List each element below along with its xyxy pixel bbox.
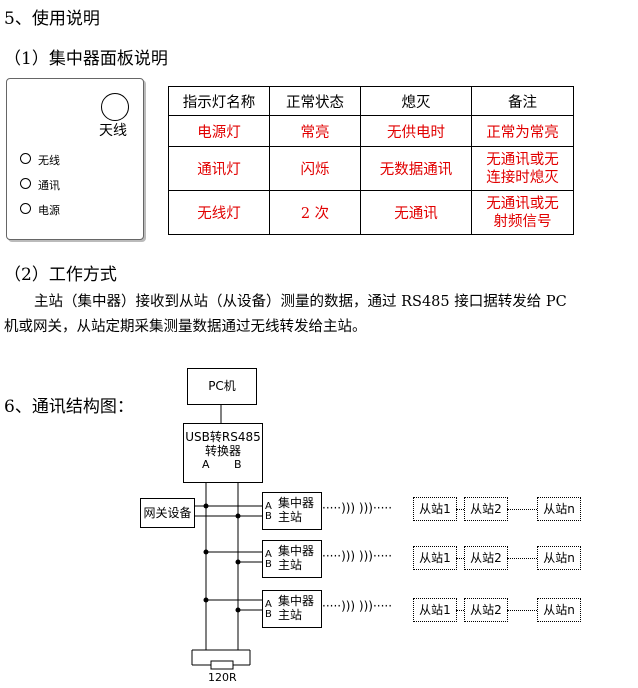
table-row: 无线灯 2 次 无通讯 无通讯或无 射频信号 [168,190,574,235]
table-header-row: 指示灯名称 正常状态 熄灭 备注 [168,86,574,116]
pc-box: PC机 [187,368,257,405]
slave-station-1: 从站1 [413,546,457,570]
table-header: 正常状态 [269,86,361,116]
dotted-link [507,558,537,559]
master-station-2: A B 集中器主站 [262,540,322,578]
slave-station-2: 从站2 [464,546,508,570]
table-cell-line: 无通讯或无 [486,195,559,212]
dotted-link [456,558,464,559]
dotted-link [507,610,537,611]
table-cell: 电源灯 [168,115,270,147]
master-line-1: 集中器 [278,544,315,558]
table-cell: 通讯灯 [168,146,270,191]
table-cell: 正常为常亮 [471,115,574,147]
pin-b-label: B [265,609,272,620]
wireless-led-label: 无线 [38,154,60,167]
converter-pin-b: B [234,458,242,471]
converter-line-2: 转换器 [204,444,241,458]
converter-box: USB转RS485 转换器 A B [183,423,263,483]
gateway-box: 网关设备 [140,498,195,528]
master-line-2: 主站 [278,558,303,572]
slave-station-2: 从站2 [464,497,508,521]
table-cell: 2 次 [269,190,361,235]
table-cell-line: 无通讯或无 [486,151,559,168]
slave-station-2: 从站2 [464,598,508,622]
pin-b-label: B [265,559,272,570]
gateway-label: 网关设备 [143,506,192,520]
slave-station-1: 从站1 [413,598,457,622]
antenna-icon [101,93,129,121]
pin-a-label: A [265,599,272,610]
master-line-1: 集中器 [278,594,315,608]
antenna-label: 天线 [99,123,127,139]
table-cell: 无通讯 [360,190,472,235]
paragraph-line-1: 主站（集中器）接收到从站（从设备）测量的数据，通过 RS485 接口据转发给 P… [34,294,567,310]
section-6-title: 6、通讯结构图： [4,397,134,417]
power-led-icon [20,203,31,214]
dotted-link [456,509,464,510]
wireless-wave-icon: ·····))) )))····· [322,501,393,515]
table-cell: 无供电时 [360,115,472,147]
table-row: 电源灯 常亮 无供电时 正常为常亮 [168,115,574,147]
comm-led-icon [20,178,31,189]
master-station-3: A B 集中器主站 [262,590,322,628]
table-cell: 无通讯或无 射频信号 [471,190,574,235]
dotted-link [456,610,464,611]
resistor-label: 120R [208,671,237,684]
slave-station-n: 从站n [537,598,581,622]
power-led-label: 电源 [38,204,60,217]
slave-station-1: 从站1 [413,497,457,521]
pin-b-label: B [265,511,272,522]
dotted-link [507,509,537,510]
pc-label: PC机 [208,379,236,393]
comm-led-label: 通讯 [38,179,60,192]
section-5-1-title: （1）集中器面板说明 [4,49,168,69]
wireless-led-icon [20,153,31,164]
table-cell: 闪烁 [269,146,361,191]
paragraph-line-2: 机或网关，从站定期采集测量数据通过无线转发给主站。 [4,319,367,335]
converter-line-1: USB转RS485 [185,430,261,444]
slave-station-n: 从站n [537,497,581,521]
table-cell: 常亮 [269,115,361,147]
pin-a-label: A [265,501,272,512]
master-line-1: 集中器 [278,496,315,510]
section-5-title: 5、使用说明 [4,9,100,29]
led-status-table: 指示灯名称 正常状态 熄灭 备注 电源灯 常亮 无供电时 正常为常亮 通讯灯 闪… [168,86,574,235]
master-station-1: A B 集中器主站 [262,492,322,530]
slave-station-n: 从站n [537,546,581,570]
pin-a-label: A [265,549,272,560]
table-cell-line: 射频信号 [493,213,552,230]
master-line-2: 主站 [278,510,303,524]
table-cell-line: 连接时熄灭 [486,169,559,186]
master-line-2: 主站 [278,608,303,622]
converter-pin-a: A [202,458,210,471]
wireless-wave-icon: ·····))) )))····· [322,549,393,563]
table-cell: 无数据通讯 [360,146,472,191]
section-5-2-title: （2）工作方式 [4,265,117,285]
wireless-wave-icon: ·····))) )))····· [322,599,393,613]
table-row: 通讯灯 闪烁 无数据通讯 无通讯或无 连接时熄灭 [168,146,574,191]
